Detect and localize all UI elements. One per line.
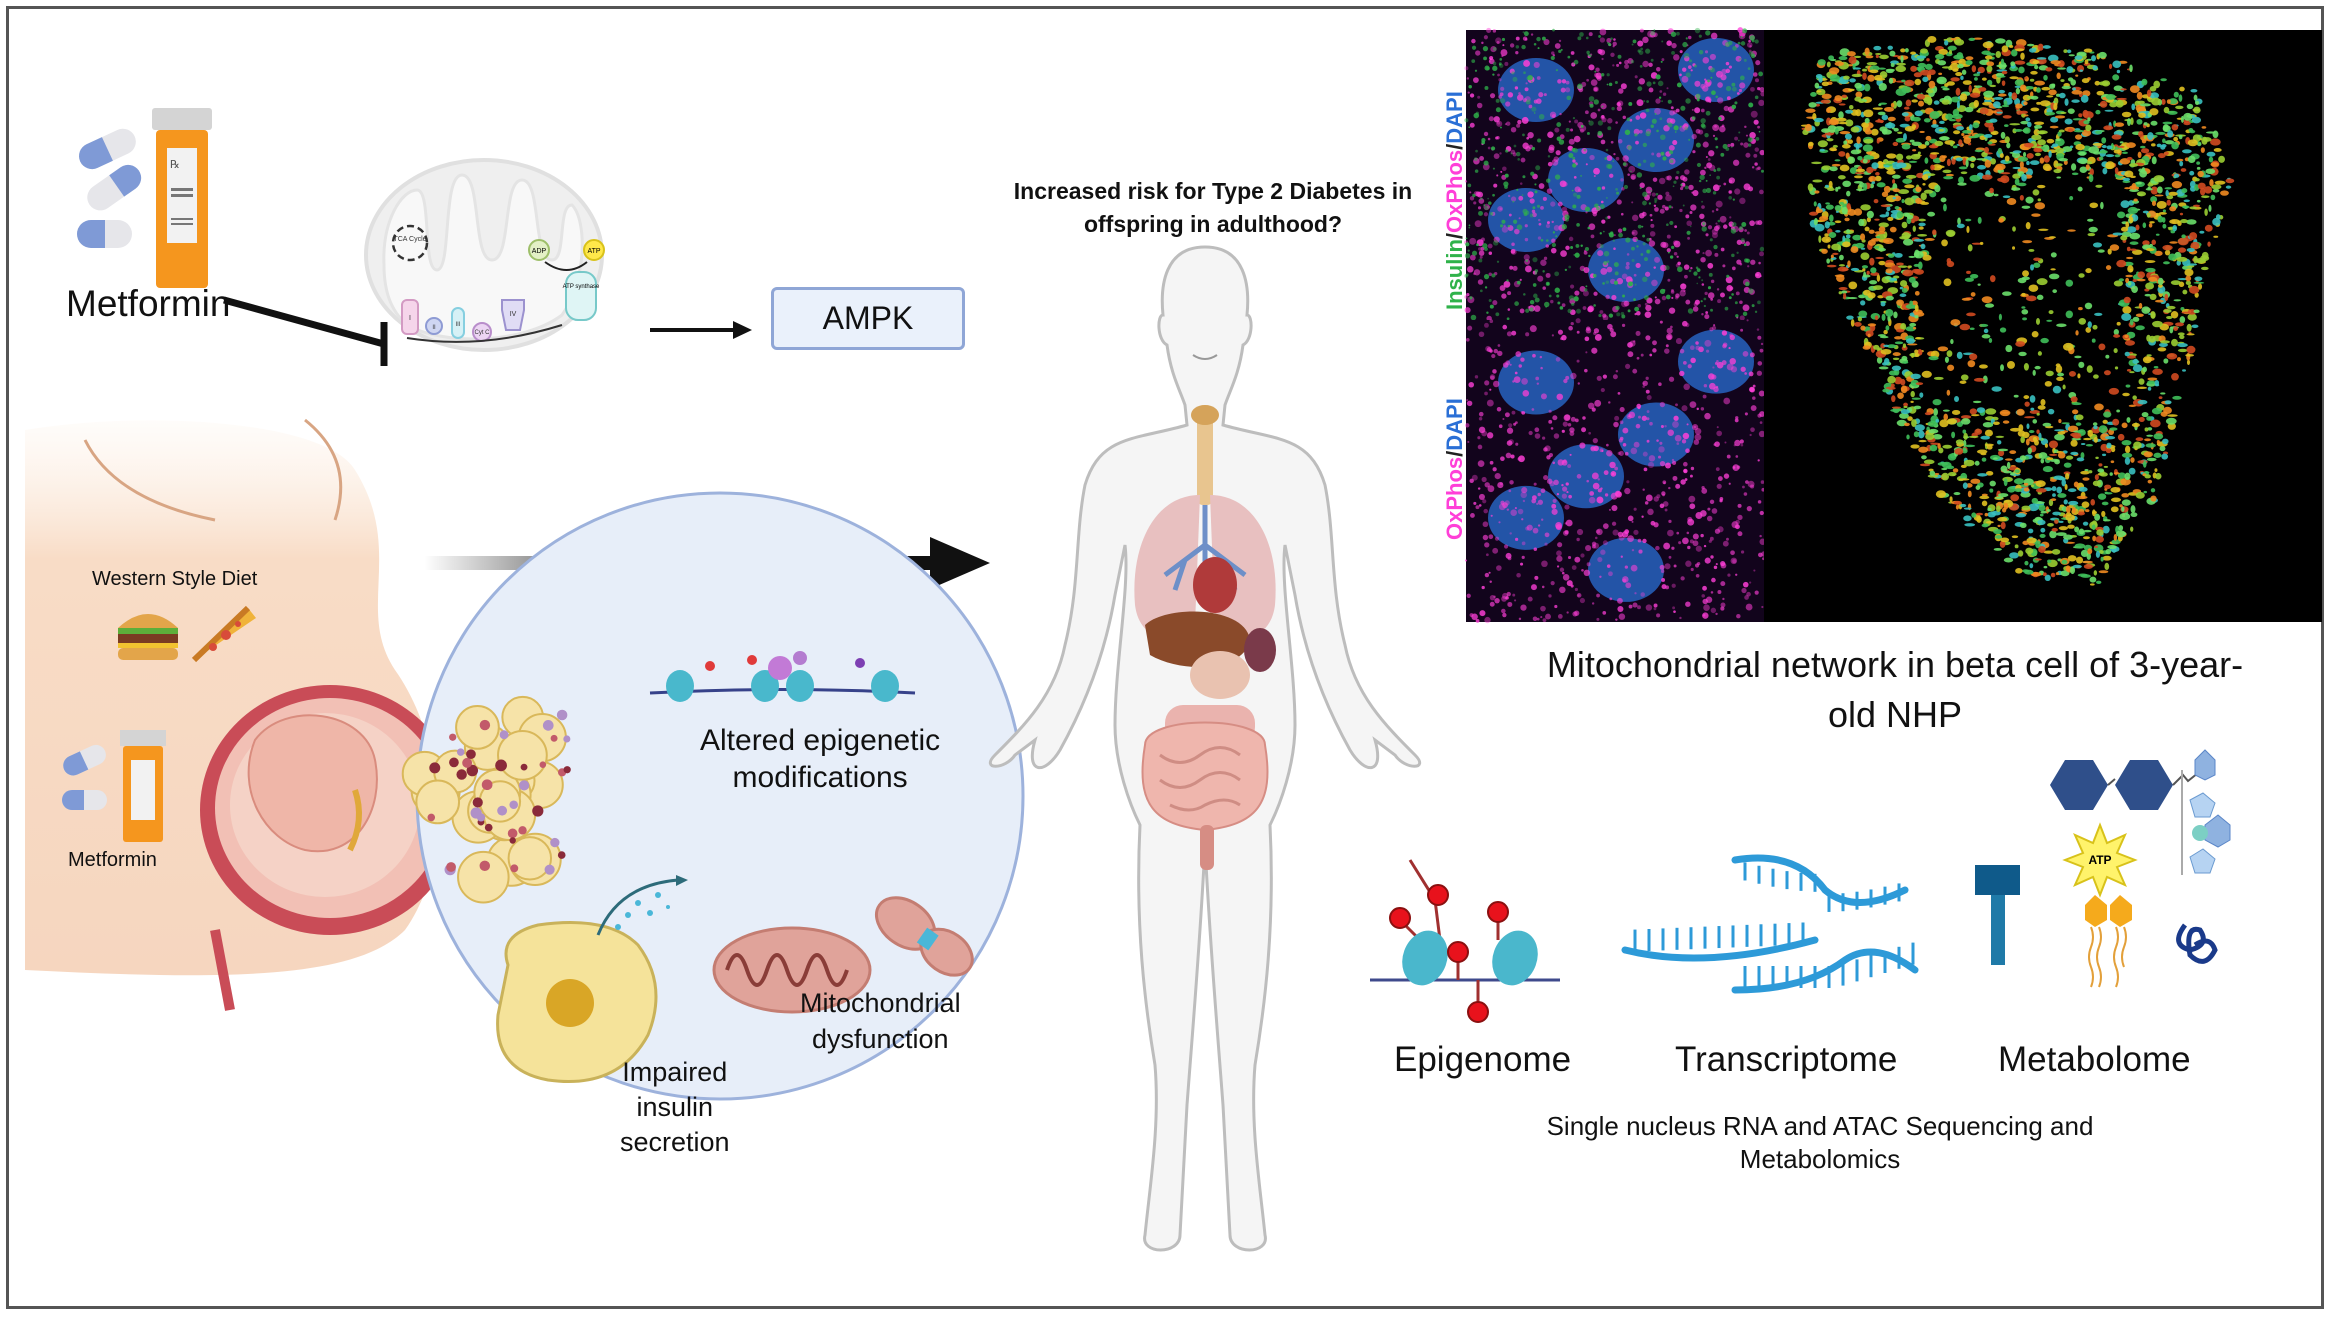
metabolome-label: Metabolome — [1998, 1040, 2191, 1079]
microscopy-merged-image — [1464, 27, 1766, 322]
mitochondrion-diagram: TCA Cycle ADP ATP ATP synthase I II III … — [364, 158, 605, 352]
microscopy-top-label: Insulin/OxPhos/DAPI — [1442, 91, 1467, 310]
atp-badge: ATP — [2088, 853, 2111, 867]
methods-description: Single nucleus RNA and ATAC Sequencing a… — [1546, 1111, 2094, 1174]
pills-bottle-small-icon — [62, 730, 166, 842]
t2d-risk-question: Increased risk for Type 2 Diabetes in of… — [1013, 178, 1413, 237]
microscopy-caption: Mitochondrial network in beta cell of 3-… — [1546, 644, 2244, 735]
microscopy-oxphos-image — [1465, 318, 1767, 624]
microscopy-bottom-label: OxPhos/DAPI — [1442, 398, 1467, 540]
beta-cell-icon — [496, 875, 688, 1084]
transcriptome-icon — [1621, 854, 1919, 994]
adp-label: ADP — [532, 248, 547, 255]
ampk-box: AMPK — [771, 287, 965, 350]
atp-synthase-label: ATP synthase — [563, 284, 600, 290]
transcriptome-label: Transcriptome — [1675, 1040, 1898, 1079]
metformin-pregnancy-label: Metformin — [68, 849, 157, 871]
insulin-stain-label: Insulin — [1442, 239, 1467, 310]
metabolome-icon: ATP — [1975, 749, 2231, 988]
atp-label: ATP — [587, 248, 600, 255]
epigenome-icon — [1370, 859, 1560, 1023]
human-body-illustration — [988, 245, 1422, 1252]
cyt-c-label: Cyt C — [475, 330, 491, 336]
adipocyte-cluster-icon — [401, 695, 571, 904]
tca-label: TCA Cycle — [393, 236, 426, 243]
complex-i-label: I — [409, 315, 411, 322]
figure-border — [6, 6, 2324, 1309]
epigenetic-label: Altered epigenetic modifications — [700, 724, 941, 794]
complex-ii-label: II — [432, 325, 436, 331]
ampk-label: AMPK — [822, 300, 914, 336]
mito-dysfunction-label: Mitochondrial dysfunction — [800, 988, 961, 1054]
complex-iv-label: IV — [510, 311, 517, 318]
pills-bottle-icon: ℞ — [77, 108, 212, 288]
western-diet-label: Western Style Diet — [92, 568, 258, 590]
insulin-secretion-label: Impaired insulin secretion — [620, 1057, 730, 1157]
mitochondria-dysfunction-icon — [712, 896, 974, 1014]
metformin-label: Metformin — [66, 283, 231, 324]
mitochondrial-network-3d-image — [1764, 30, 2322, 622]
nucleosome-icon — [649, 651, 916, 702]
dapi-stain-label: DAPI — [1442, 91, 1467, 144]
burger-pizza-icon — [118, 605, 256, 663]
complex-iii-label: III — [455, 322, 460, 328]
epigenome-label: Epigenome — [1394, 1040, 1572, 1079]
oxphos-stain-label: OxPhos — [1442, 149, 1467, 233]
svg-text:℞: ℞ — [170, 159, 180, 171]
